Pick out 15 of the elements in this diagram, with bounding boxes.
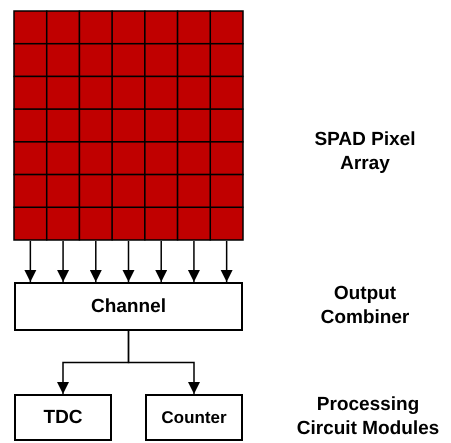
process-box: TDC <box>14 394 112 441</box>
arrow <box>188 241 200 282</box>
arrow <box>220 241 233 282</box>
process-box: Counter <box>145 394 243 441</box>
arrow <box>90 241 102 282</box>
stage-label: SPAD Pixel Array <box>313 128 417 176</box>
process-box: Channel <box>14 282 243 331</box>
arrow <box>24 241 36 282</box>
arrow <box>57 241 70 282</box>
arrow <box>122 241 134 282</box>
stage-label: Processing Circuit Modules <box>296 393 440 441</box>
arrow <box>128 331 200 394</box>
arrow <box>155 241 168 282</box>
stage-label: Output Combiner <box>320 282 410 330</box>
pixel-array-drawing <box>13 10 244 241</box>
